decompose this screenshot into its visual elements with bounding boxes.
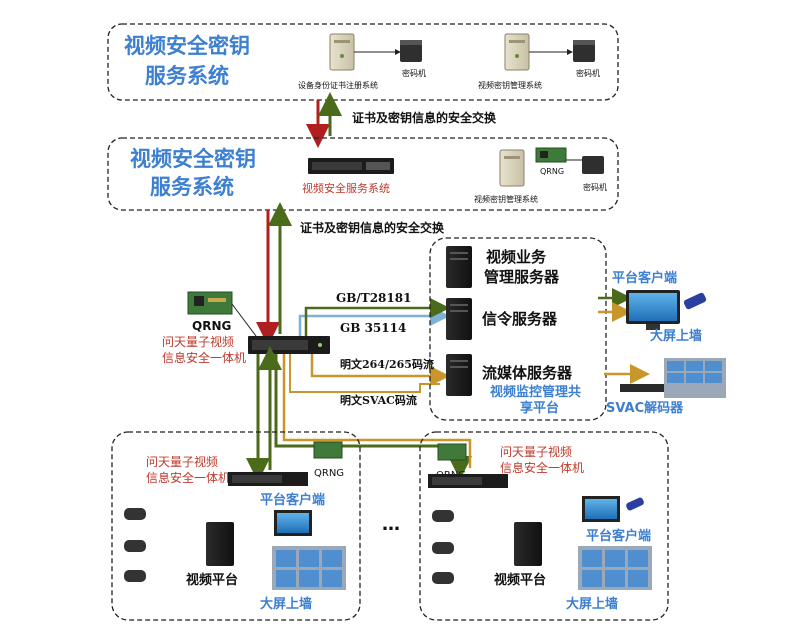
bottom-right-client-label: 平台客户端: [586, 528, 651, 544]
bottom-left-cluster-box: [111, 431, 361, 621]
bottom-left-platform-tower: [206, 522, 234, 566]
bottom-right-name-line1: 问天量子视频: [500, 444, 572, 459]
key-management-label-top: 视频密钥管理系统: [478, 80, 542, 90]
qrng-label-center: QRNG: [192, 319, 231, 333]
business-server-label-line2: 管理服务器: [484, 268, 560, 286]
bottom-right-usb-key-icon: [626, 497, 644, 511]
bottom-right-appliance: [428, 474, 508, 488]
bottom-left-monitor: [274, 510, 312, 536]
bottom-right-name-line2: 信息安全一体机: [500, 460, 584, 475]
bottom-left-client-label: 平台客户端: [260, 492, 325, 508]
central-security-appliance: [248, 336, 330, 354]
right-big-screen-label: 大屏上墙: [650, 328, 702, 344]
cipher-label-2: 密码机: [576, 68, 600, 78]
bottom-right-qrng-card: [437, 443, 467, 461]
bottom-right-big-screen-label: 大屏上墙: [566, 596, 618, 612]
second-system-title-line1: 视频安全密钥: [130, 147, 256, 171]
signaling-server-tower: [446, 298, 472, 340]
key-management-pc-icon-top: [504, 33, 530, 71]
bottom-left-name-line2: 信息安全一体机: [146, 470, 230, 485]
video-security-server-label: 视频安全服务系统: [302, 181, 390, 195]
second-system-title-line2: 服务系统: [150, 175, 234, 199]
top-system-title-line2: 服务系统: [145, 64, 229, 88]
cipher-machine-icon-3: [582, 156, 604, 174]
exchange-label-2: 证书及密钥信息的安全交换: [300, 220, 445, 235]
top-system-box: [107, 23, 619, 101]
bottom-right-monitor: [582, 496, 620, 522]
registration-system-label: 设备身份证书注册系统: [298, 80, 378, 90]
bottom-right-platform-tower: [514, 522, 542, 566]
bottom-right-video-wall: [578, 546, 652, 590]
svac-decoder-label: SVAC解码器: [606, 400, 684, 416]
bottom-right-cluster-box: [419, 431, 669, 621]
right-client-monitor: [626, 290, 680, 330]
streaming-server-tower: [446, 354, 472, 396]
cipher-label-1: 密码机: [402, 68, 426, 78]
platform-label-line2: 享平台: [520, 400, 559, 416]
key-management-label-second: 视频密钥管理系统: [474, 194, 538, 204]
platform-label-line1: 视频监控管理共: [490, 384, 581, 400]
bottom-left-qrng-label: QRNG: [314, 468, 344, 479]
cipher-label-3: 密码机: [583, 182, 607, 192]
qrng-card-icon-top: [535, 147, 567, 163]
qrng-card-icon-center: [187, 291, 233, 315]
streaming-server-label: 流媒体服务器: [482, 364, 573, 382]
bottom-left-big-screen-label: 大屏上墙: [260, 596, 312, 612]
bottom-left-name-line1: 问天量子视频: [146, 454, 218, 469]
rack-server-icon-top: [308, 158, 394, 174]
bottom-right-platform-label: 视频平台: [494, 572, 546, 588]
right-video-wall-icon: [664, 358, 726, 398]
right-usb-key-icon: [683, 292, 707, 310]
flow-plain-svac-label: 明文SVAC码流: [340, 393, 417, 407]
flow-gb28181-label: GB/T28181: [336, 291, 411, 305]
bottom-left-appliance: [228, 472, 308, 486]
central-node-name-line2: 信息安全一体机: [162, 350, 246, 365]
bottom-left-qrng-card: [313, 441, 343, 459]
business-server-tower: [446, 246, 472, 288]
server-group-box: [429, 237, 607, 421]
cipher-machine-icon-2: [573, 40, 595, 62]
key-management-pc-icon-second: [499, 149, 525, 187]
business-server-label-line1: 视频业务: [486, 248, 547, 266]
flow-gb35114-label: GB 35114: [340, 321, 406, 335]
registration-pc-icon: [329, 33, 355, 71]
signaling-server-label: 信令服务器: [482, 310, 558, 328]
second-system-box: [107, 137, 619, 211]
right-client-label: 平台客户端: [612, 270, 677, 286]
cipher-machine-icon-1: [400, 40, 422, 62]
central-node-name-line1: 问天量子视频: [162, 334, 234, 349]
bottom-left-platform-label: 视频平台: [186, 572, 238, 588]
exchange-label-1: 证书及密钥信息的安全交换: [352, 110, 497, 125]
bottom-left-cameras: [124, 508, 146, 582]
top-system-title-line1: 视频安全密钥: [124, 34, 250, 58]
qrng-label-top: QRNG: [540, 167, 564, 176]
bottom-right-cameras: [432, 510, 454, 584]
ellipsis: …: [382, 514, 400, 535]
svac-decoder-icon: [620, 384, 664, 392]
flow-plain-264-label: 明文264/265码流: [340, 357, 434, 371]
bottom-left-video-wall: [272, 546, 346, 590]
